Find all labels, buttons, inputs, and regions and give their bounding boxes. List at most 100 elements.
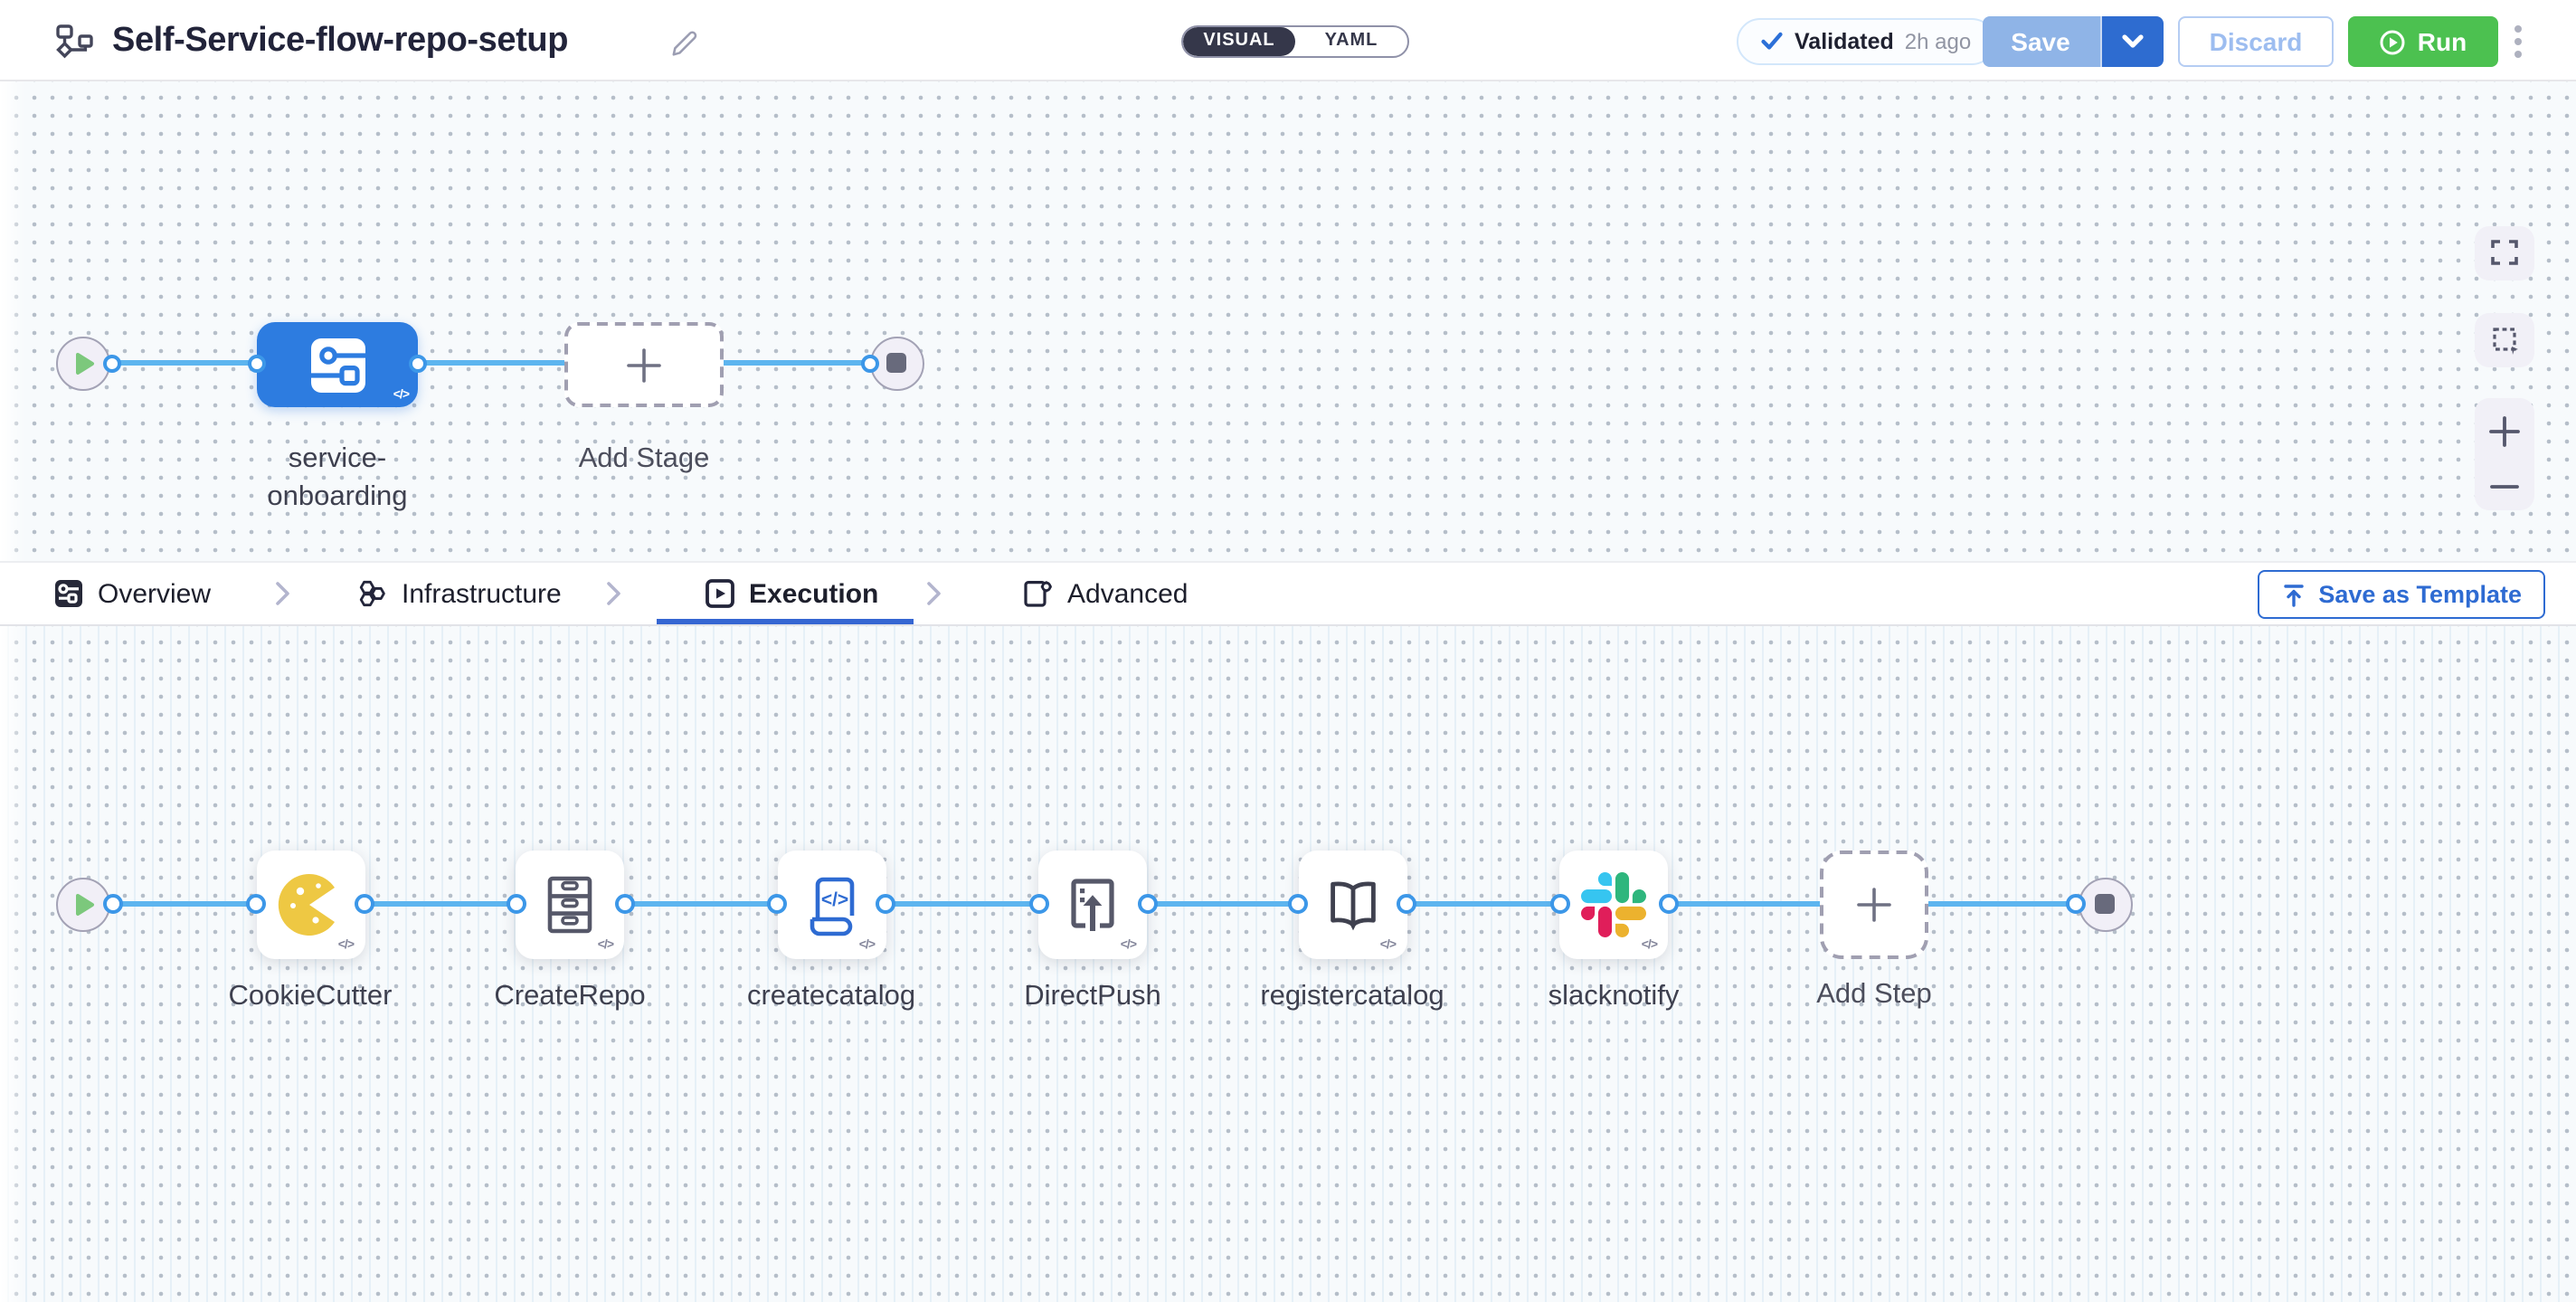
toggle-yaml[interactable]: YAML bbox=[1324, 31, 1378, 51]
step-directpush[interactable]: </> bbox=[1038, 850, 1147, 958]
stage-tabbar: Overview Infrastructure Execution bbox=[0, 561, 2576, 625]
tab-execution[interactable]: Execution bbox=[706, 563, 878, 624]
pipeline-icon bbox=[54, 22, 94, 62]
slack-icon bbox=[1581, 871, 1646, 936]
visual-yaml-toggle: VISUAL YAML bbox=[1181, 24, 1409, 57]
marquee-select-button[interactable] bbox=[2475, 312, 2534, 367]
connector-dot[interactable] bbox=[2066, 894, 2086, 914]
run-button[interactable]: Run bbox=[2348, 16, 2498, 67]
step-label[interactable]: registercatalog bbox=[1260, 980, 1444, 1011]
stage-icon bbox=[310, 337, 365, 392]
step-cookiecutter[interactable]: </> bbox=[256, 850, 365, 958]
zoom-in-icon[interactable] bbox=[2489, 415, 2520, 446]
validated-badge[interactable]: Validated 2h ago bbox=[1737, 17, 1995, 65]
stop-icon bbox=[886, 353, 906, 373]
code-badge: </> bbox=[1379, 938, 1397, 951]
plus-icon bbox=[1857, 887, 1891, 921]
connector-dot[interactable] bbox=[614, 894, 634, 914]
edit-title-icon[interactable] bbox=[668, 25, 698, 56]
plus-icon bbox=[627, 347, 661, 382]
zoom-buttons bbox=[2475, 397, 2534, 509]
connector-dot[interactable] bbox=[1549, 894, 1569, 914]
step-slacknotify[interactable]: </> bbox=[1559, 850, 1668, 958]
add-stage-label[interactable]: Add Stage bbox=[578, 443, 710, 474]
advanced-icon bbox=[1024, 580, 1052, 607]
header: Self-Service-flow-repo-setup VISUAL YAML… bbox=[0, 0, 2576, 81]
connector-dot[interactable] bbox=[860, 354, 878, 372]
stage-service-onboarding[interactable]: </> bbox=[257, 322, 418, 407]
code-badge: </> bbox=[337, 938, 355, 951]
play-circle-icon bbox=[2381, 29, 2406, 54]
step-createcatalog[interactable]: </> </> bbox=[777, 850, 886, 958]
stage-canvas[interactable]: </> service- onboarding Add Stage bbox=[0, 81, 2576, 561]
code-badge: </> bbox=[393, 389, 410, 402]
connector-dot[interactable] bbox=[876, 894, 895, 914]
createrepo-icon bbox=[547, 875, 592, 933]
code-badge: </> bbox=[597, 938, 614, 951]
connector-dot[interactable] bbox=[1658, 894, 1678, 914]
infrastructure-icon bbox=[359, 580, 385, 607]
add-step-label[interactable]: Add Step bbox=[1816, 978, 1932, 1009]
validated-label: Validated bbox=[1795, 28, 1894, 54]
save-as-template-button[interactable]: Save as Template bbox=[2257, 570, 2545, 619]
add-step-button[interactable] bbox=[1820, 850, 1928, 958]
step-label[interactable]: createcatalog bbox=[746, 980, 916, 1011]
chevron-down-icon bbox=[2121, 34, 2144, 48]
step-createrepo[interactable]: </> bbox=[516, 850, 624, 958]
toggle-visual[interactable]: VISUAL bbox=[1183, 26, 1295, 55]
connector-dot[interactable] bbox=[1397, 894, 1416, 914]
tab-advanced[interactable]: Advanced bbox=[1022, 563, 1188, 624]
chevron-right-icon bbox=[607, 582, 620, 605]
fullscreen-icon bbox=[2491, 240, 2518, 266]
connector-dot[interactable] bbox=[1137, 894, 1157, 914]
directpush-icon bbox=[1071, 878, 1114, 930]
stage-label[interactable]: service- onboarding bbox=[267, 443, 408, 512]
connector-dot[interactable] bbox=[102, 894, 122, 914]
code-badge: </> bbox=[858, 938, 876, 951]
execution-icon bbox=[706, 579, 734, 608]
code-badge: </> bbox=[1120, 938, 1137, 951]
connector-dot[interactable] bbox=[246, 894, 266, 914]
step-label[interactable]: CreateRepo bbox=[494, 980, 646, 1011]
page-title: Self-Service-flow-repo-setup bbox=[112, 21, 569, 59]
chevron-right-icon bbox=[927, 582, 941, 605]
overview-icon bbox=[55, 580, 82, 607]
code-badge: </> bbox=[1641, 938, 1658, 951]
createcatalog-icon: </> bbox=[809, 876, 854, 936]
execution-end-node[interactable] bbox=[2078, 877, 2132, 931]
pipeline-start-node[interactable] bbox=[56, 336, 110, 390]
connector-dot[interactable] bbox=[409, 354, 427, 372]
cookiecutter-icon bbox=[277, 873, 334, 935]
validated-time: 2h ago bbox=[1904, 28, 1972, 54]
step-label[interactable]: CookieCutter bbox=[228, 980, 393, 1011]
execution-start-node[interactable] bbox=[56, 877, 110, 931]
tab-infrastructure[interactable]: Infrastructure bbox=[358, 563, 562, 624]
svg-text:</>: </> bbox=[820, 889, 848, 909]
discard-button[interactable]: Discard bbox=[2178, 16, 2334, 67]
step-label[interactable]: DirectPush bbox=[1024, 980, 1161, 1011]
step-registercatalog[interactable]: </> bbox=[1298, 850, 1406, 958]
connector-dot[interactable] bbox=[355, 894, 374, 914]
upload-icon bbox=[2283, 584, 2304, 606]
add-stage-button[interactable] bbox=[564, 322, 724, 407]
connector-dot[interactable] bbox=[247, 354, 265, 372]
play-icon bbox=[76, 352, 94, 374]
marquee-icon bbox=[2492, 327, 2517, 355]
save-dropdown-button[interactable] bbox=[2099, 16, 2164, 67]
more-options-button[interactable] bbox=[2509, 25, 2527, 58]
check-icon bbox=[1761, 33, 1783, 51]
connector-dot[interactable] bbox=[1028, 894, 1048, 914]
tab-overview[interactable]: Overview bbox=[54, 563, 211, 624]
zoom-out-icon[interactable] bbox=[2489, 480, 2520, 491]
connector-dot[interactable] bbox=[102, 354, 120, 372]
save-button[interactable]: Save bbox=[1982, 16, 2099, 67]
connector-dot[interactable] bbox=[506, 894, 526, 914]
connector-dot[interactable] bbox=[767, 894, 787, 914]
step-label[interactable]: slacknotify bbox=[1548, 980, 1680, 1011]
play-icon bbox=[76, 893, 94, 915]
execution-canvas[interactable]: </> </> </> </> bbox=[0, 625, 2576, 1302]
connector-dot[interactable] bbox=[1288, 894, 1308, 914]
fit-to-screen-button[interactable] bbox=[2475, 225, 2534, 280]
run-label: Run bbox=[2417, 27, 2467, 56]
